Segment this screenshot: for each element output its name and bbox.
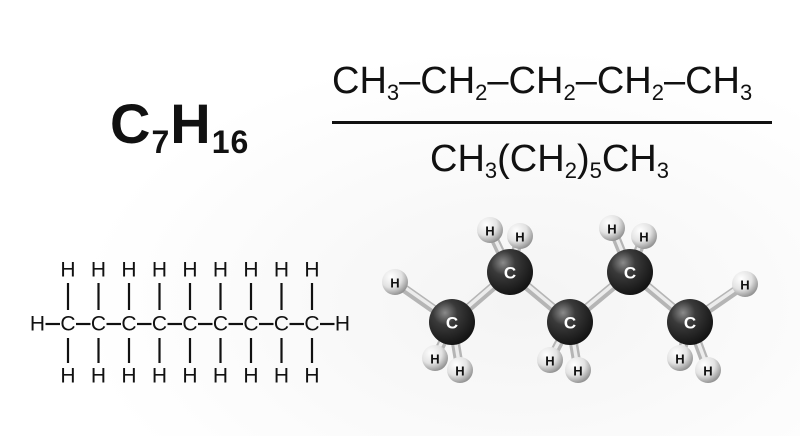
atoms-layer: H H H H H H H H H H H H C C C C C <box>382 215 758 383</box>
condensed-subscript: 3 <box>740 80 753 105</box>
carbon-atom: C <box>274 313 289 336</box>
hydrogen-ball <box>507 223 533 249</box>
hydrogen-ball-label: H <box>515 230 524 245</box>
hydrogen-ball-label: H <box>390 276 399 291</box>
hydrogen-ball-label: H <box>455 364 464 379</box>
carbon-atom: C <box>152 313 167 336</box>
condensed-part: CH <box>430 138 485 180</box>
hydrogen-ball <box>477 217 503 243</box>
hydrogen-atom: H <box>243 259 258 282</box>
molecular-formula-hydrogen-count: 16 <box>211 124 250 160</box>
hydrogen-ball <box>537 347 563 373</box>
condensed-part: (CH <box>497 138 565 180</box>
hydrogen-ball <box>599 215 625 241</box>
carbon-ball <box>547 299 593 345</box>
hydrogen-ball-label: H <box>573 364 582 379</box>
hydrogen-atom: H <box>152 365 167 388</box>
condensed-part: –CH <box>487 60 564 102</box>
condensed-subscript: 2 <box>651 80 664 105</box>
hydrogen-ball-label: H <box>675 352 684 367</box>
condensed-formula-short: CH3(CH2)5CH3 <box>430 140 669 182</box>
carbon-atom: C <box>121 313 136 336</box>
hydrogen-ball-label: H <box>430 352 439 367</box>
hydrogen-ball <box>422 345 448 371</box>
hydrogen-atom: H <box>243 365 258 388</box>
carbon-atom: C <box>60 313 75 336</box>
hydrogen-ball <box>631 223 657 249</box>
molecular-formula-carbon-count: 7 <box>151 124 171 160</box>
hydrogen-ball-label: H <box>639 230 648 245</box>
hydrogen-atom: H <box>182 365 197 388</box>
hydrogen-ball <box>732 271 758 297</box>
hydrogen-atom: H <box>274 365 289 388</box>
carbon-ball-label: C <box>624 264 636 283</box>
condensed-subscript: 2 <box>475 80 488 105</box>
hydrogen-ball-label: H <box>545 354 554 369</box>
carbon-ball <box>667 299 713 345</box>
hydrogen-atom: H <box>213 365 228 388</box>
hydrogen-atom: H <box>274 259 289 282</box>
carbon-ball-label: C <box>446 314 458 333</box>
bonds-layer <box>390 223 750 375</box>
hydrogen-atom: H <box>121 365 136 388</box>
condensed-subscript: 3 <box>484 158 498 183</box>
hydrogen-atom: H <box>152 259 167 282</box>
hydrogen-atom: H <box>60 259 75 282</box>
carbon-atom: C <box>91 313 106 336</box>
condensed-subscript: 3 <box>386 80 400 105</box>
hydrogen-atom: H <box>304 365 319 388</box>
hydrogen-atom: H <box>121 259 136 282</box>
carbon-ball <box>429 299 475 345</box>
carbon-atom: C <box>213 313 228 336</box>
condensed-subscript: 2 <box>564 158 577 183</box>
hydrogen-atom: H <box>91 259 106 282</box>
terminal-hydrogen: H <box>30 313 45 336</box>
hydrogen-ball-label: H <box>740 278 749 293</box>
carbon-ball-label: C <box>504 264 516 283</box>
condensed-part: ) <box>576 138 590 180</box>
condensed-part: CH <box>601 138 657 180</box>
condensed-part: –CH <box>663 60 741 102</box>
condensed-subscript: 5 <box>589 158 602 183</box>
condensed-part: –CH <box>575 60 652 102</box>
hydrogen-atom: H <box>91 365 106 388</box>
condensed-part: –CH <box>399 60 476 102</box>
hydrogen-ball-label: H <box>485 224 494 239</box>
hydrogen-atom: H <box>304 259 319 282</box>
condensed-formula-full: CH3–CH2–CH2–CH2–CH3 <box>332 62 752 104</box>
carbon-ball <box>487 249 533 295</box>
hydrogen-ball-label: H <box>607 222 616 237</box>
hydrogen-atom: H <box>213 259 228 282</box>
hydrogen-atom: H <box>182 259 197 282</box>
divider-line <box>332 121 772 124</box>
hydrogen-ball <box>695 357 721 383</box>
condensed-part: CH <box>332 60 387 102</box>
ball-and-stick-model: H H H H H H H H H H H H C C C C C <box>382 215 758 383</box>
condensed-subscript: 2 <box>563 80 576 105</box>
carbon-ball-label: C <box>684 314 696 333</box>
hydrogen-ball-label: H <box>703 364 712 379</box>
carbon-atom: C <box>182 313 197 336</box>
molecular-formula-carbon: C <box>110 92 152 155</box>
carbon-ball <box>607 249 653 295</box>
carbon-ball-label: C <box>564 314 576 333</box>
molecular-formula: C7H16 <box>110 96 250 160</box>
hydrogen-ball <box>382 269 408 295</box>
molecular-formula-hydrogen: H <box>170 92 212 155</box>
carbon-atom: C <box>304 313 319 336</box>
hydrogen-atom: H <box>60 365 75 388</box>
condensed-subscript: 3 <box>656 158 669 183</box>
hydrogen-ball <box>447 357 473 383</box>
terminal-hydrogen: H <box>335 313 350 336</box>
hydrogen-ball <box>667 345 693 371</box>
carbon-atom: C <box>243 313 258 336</box>
hydrogen-ball <box>565 357 591 383</box>
